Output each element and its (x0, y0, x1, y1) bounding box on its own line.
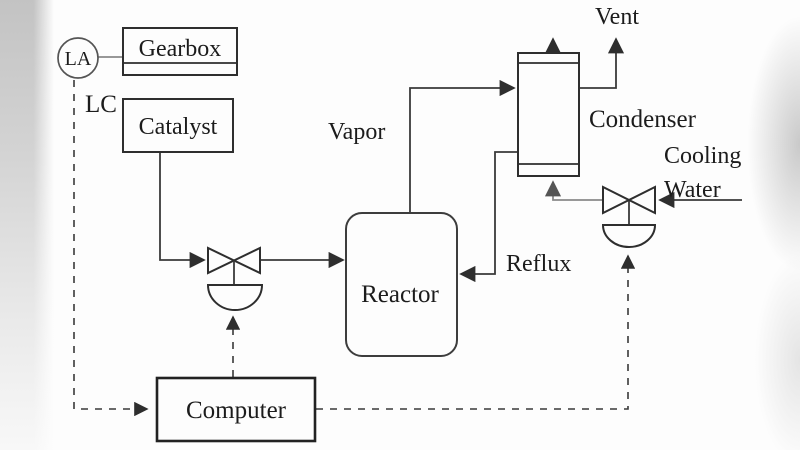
level-alarm-bubble (57, 37, 99, 79)
condenser-shell (517, 52, 580, 177)
computer-to-cooling-valve-signal-line (316, 254, 636, 410)
cooling-water-label-line2: Water (664, 177, 721, 203)
reflux-line (459, 151, 518, 283)
catalyst-label: Catalyst (139, 114, 218, 140)
gearbox-box (122, 27, 238, 76)
catalyst-feed-line (159, 152, 206, 269)
reactor-label: Reactor (361, 281, 439, 308)
level-signal-to-computer-line (73, 80, 149, 417)
feed-valve-icon (207, 246, 261, 275)
left-edge-shading (0, 0, 54, 450)
reflux-label: Reflux (506, 251, 571, 277)
cooling-valve-actuator-icon (601, 224, 657, 248)
computer-label: Computer (186, 397, 287, 424)
vapor-line (409, 79, 516, 213)
vent-label: Vent (595, 4, 639, 30)
vapor-label: Vapor (328, 119, 385, 145)
feed-valve-actuator-icon (206, 284, 264, 311)
computer-box (155, 376, 317, 443)
cooling-water-label-line1: Cooling (664, 143, 741, 169)
level-alarm-label: LA (65, 48, 92, 70)
catalyst-box (122, 98, 234, 153)
gearbox-label: Gearbox (139, 36, 222, 62)
right-edge-shading (748, 0, 800, 450)
reactor-vessel (345, 212, 458, 357)
level-controller-label: LC (85, 91, 117, 118)
cooling-water-valve-icon (602, 185, 656, 215)
cooling-to-condenser-line (544, 180, 603, 201)
condenser-label: Condenser (589, 106, 697, 133)
vent-line (579, 37, 625, 89)
